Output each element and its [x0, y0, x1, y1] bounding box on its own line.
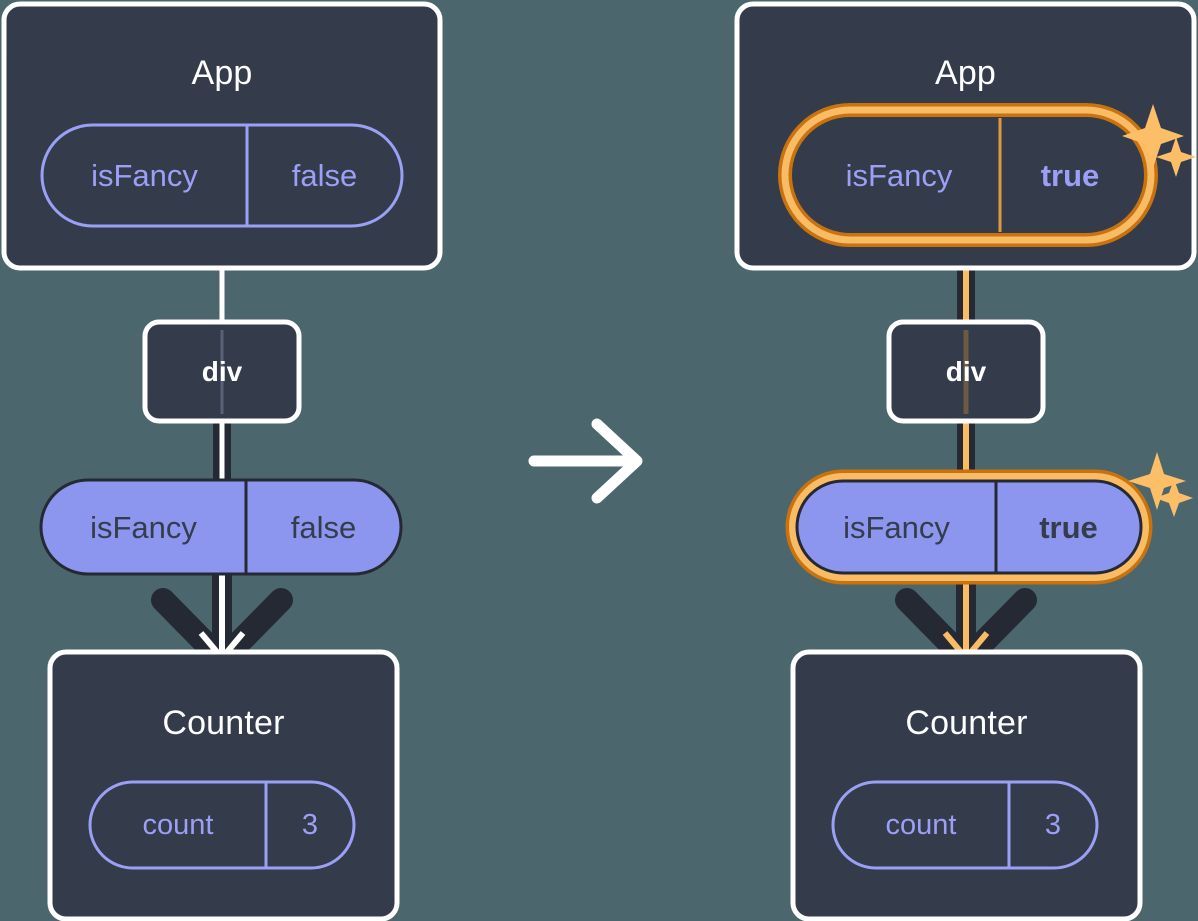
app-card-after[interactable]	[734, 1, 1197, 271]
sparkle-icon-app-small	[1156, 137, 1196, 177]
prop-pill-after[interactable]	[795, 479, 1143, 575]
counter-state-pill-before[interactable]	[88, 780, 356, 870]
sparkle-icon-prop-large	[1128, 452, 1186, 510]
app-state-pill-highlight-inner-after	[781, 106, 1155, 244]
sparkle-icon-prop-small	[1155, 479, 1193, 517]
counter-card-after[interactable]	[790, 649, 1143, 921]
prop-pill-highlight-inner-after	[789, 473, 1149, 581]
prop-pill-before[interactable]	[39, 478, 403, 576]
counter-state-pill-after[interactable]	[831, 780, 1099, 870]
transition-arrow-icon	[528, 418, 643, 504]
app-card-before[interactable]	[1, 1, 443, 271]
app-state-pill-before[interactable]	[40, 123, 404, 228]
counter-card-before[interactable]	[47, 649, 400, 921]
sparkle-icon-app-large	[1122, 104, 1184, 168]
